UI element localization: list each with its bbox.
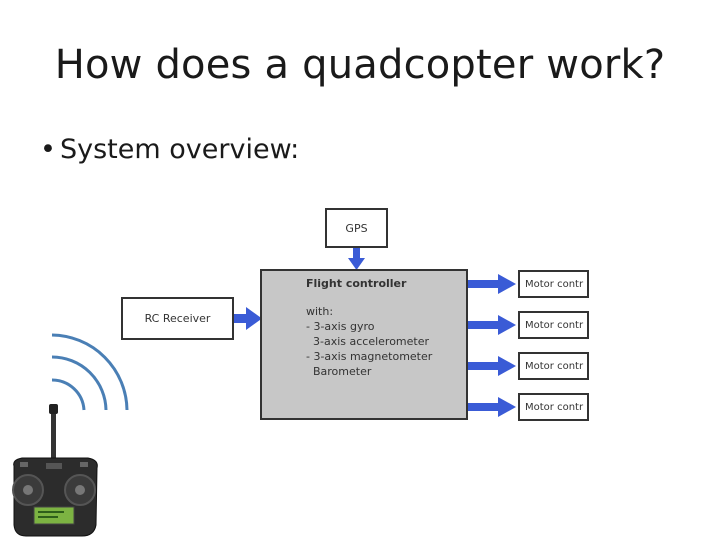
motor-arrow (468, 397, 516, 417)
rc-receiver-box: RC Receiver (121, 297, 234, 340)
motor-arrow (468, 315, 516, 335)
motor-controller-box: Motor contr (518, 393, 589, 421)
signal-waves-icon (51, 333, 129, 411)
fc-spec-line: Barometer (306, 365, 372, 378)
rc-receiver-label: RC Receiver (144, 312, 211, 325)
motor-arrow (468, 356, 516, 376)
motor-controller-box: Motor contr (518, 270, 589, 298)
fc-spec-line: with: (306, 305, 334, 318)
bullet-marker: • (40, 134, 56, 165)
flight-controller-box: Flight controller with: - 3-axis gyro 3-… (260, 269, 468, 420)
motor-controller-label: Motor contr (525, 360, 584, 372)
motor-controller-label: Motor contr (525, 319, 584, 331)
flight-controller-title: Flight controller (306, 277, 407, 290)
rc-arrow (234, 307, 262, 330)
gps-arrow (348, 248, 365, 270)
motor-controller-label: Motor contr (525, 401, 584, 413)
slide-title: How does a quadcopter work? (54, 42, 666, 88)
bullet-item: •System overview: (40, 134, 299, 165)
bullet-text: System overview: (60, 134, 300, 165)
fc-spec-line: - 3-axis gyro (306, 320, 375, 333)
fc-spec-line: 3-axis accelerometer (306, 335, 430, 348)
gps-label: GPS (345, 221, 368, 235)
motor-controller-label: Motor contr (525, 278, 584, 290)
motor-controller-box: Motor contr (518, 311, 589, 339)
rc-transmitter-icon (12, 404, 98, 537)
motor-arrow (468, 274, 516, 294)
gps-box: GPS (325, 208, 388, 248)
fc-spec-line: - 3-axis magnetometer (306, 350, 433, 363)
motor-controller-box: Motor contr (518, 352, 589, 380)
